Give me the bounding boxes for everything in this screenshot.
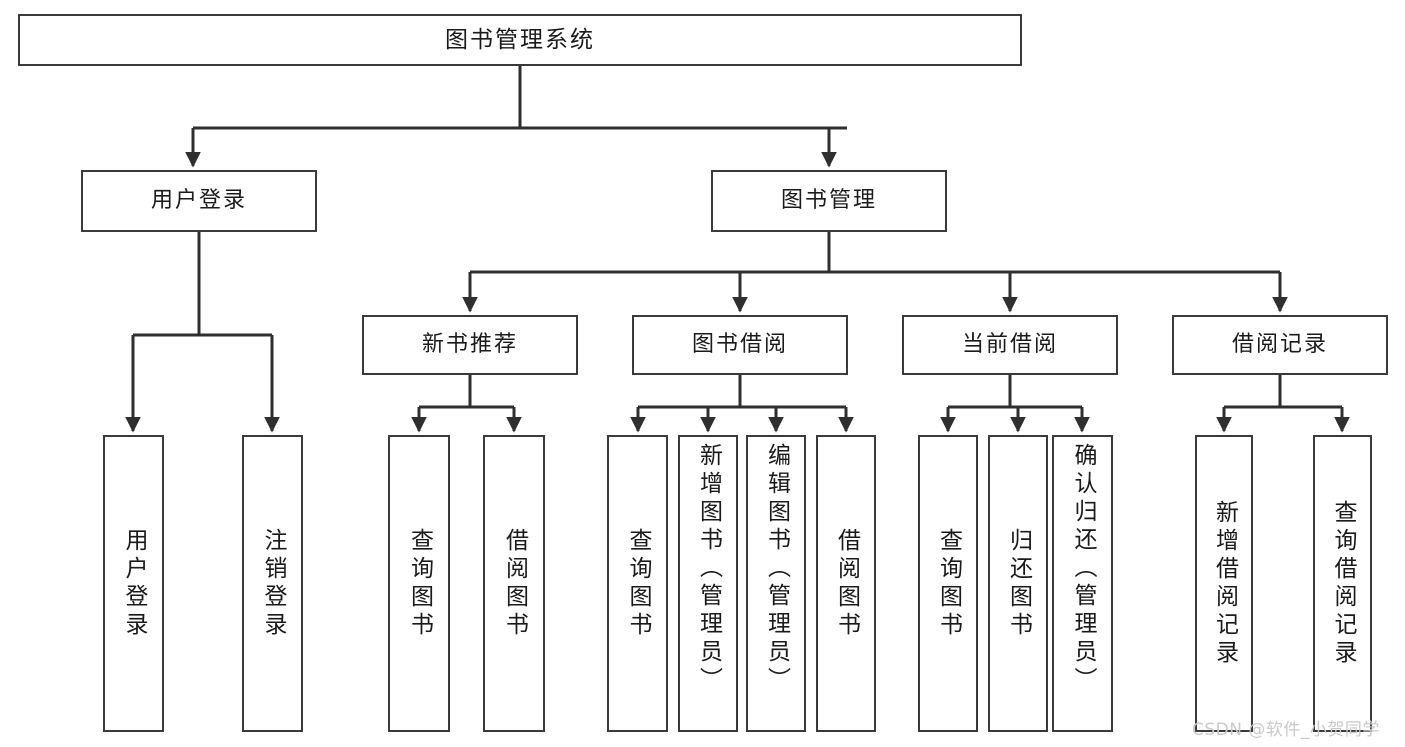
node-leaf-borrow-book-1[interactable]: 借阅图书 <box>483 435 545 732</box>
node-label: 借阅图书 <box>501 527 528 640</box>
node-label: 图书借阅 <box>691 332 788 358</box>
node-label: 查询图书 <box>625 527 651 640</box>
node-user-login[interactable]: 用户登录 <box>81 170 317 232</box>
node-label: 用户登录 <box>121 527 147 640</box>
node-leaf-query-record[interactable]: 查询借阅记录 <box>1313 435 1372 732</box>
node-label: 借阅图书 <box>833 527 860 640</box>
node-label: 编辑图书（管理员） <box>763 443 790 695</box>
node-label: 查询图书 <box>935 527 962 640</box>
node-label: 用户登录 <box>150 188 247 214</box>
node-label: 新增图书（管理员） <box>695 443 722 695</box>
node-book-management[interactable]: 图书管理 <box>711 170 947 232</box>
node-label: 查询借阅记录 <box>1330 499 1356 668</box>
node-leaf-return-book[interactable]: 归还图书 <box>988 435 1048 732</box>
csdn-watermark: CSDN @软件_小贺同学 <box>1192 720 1380 740</box>
node-label: 确认归还（管理员） <box>1070 443 1096 695</box>
node-new-book-recommend[interactable]: 新书推荐 <box>362 315 578 375</box>
node-root-system[interactable]: 图书管理系统 <box>18 14 1022 66</box>
node-label: 注销登录 <box>260 527 286 640</box>
node-borrow-record[interactable]: 借阅记录 <box>1172 315 1388 375</box>
node-leaf-query-book-3[interactable]: 查询图书 <box>918 435 978 732</box>
node-label: 归还图书 <box>1005 527 1032 640</box>
node-label: 图书管理系统 <box>445 26 595 53</box>
node-leaf-add-book[interactable]: 新增图书（管理员） <box>678 435 738 732</box>
node-leaf-borrow-book-2[interactable]: 借阅图书 <box>816 435 876 732</box>
node-leaf-query-book-1[interactable]: 查询图书 <box>388 435 450 732</box>
node-label: 借阅记录 <box>1231 332 1328 358</box>
node-leaf-add-record[interactable]: 新增借阅记录 <box>1195 435 1253 732</box>
node-label: 图书管理 <box>780 188 877 214</box>
node-leaf-logout[interactable]: 注销登录 <box>242 435 303 732</box>
node-current-borrow[interactable]: 当前借阅 <box>902 315 1118 375</box>
node-leaf-edit-book[interactable]: 编辑图书（管理员） <box>746 435 806 732</box>
node-label: 当前借阅 <box>961 332 1058 358</box>
node-leaf-query-book-2[interactable]: 查询图书 <box>607 435 668 732</box>
node-book-borrow[interactable]: 图书借阅 <box>632 315 848 375</box>
node-leaf-user-login[interactable]: 用户登录 <box>103 435 164 732</box>
node-label: 新书推荐 <box>421 332 518 358</box>
node-label: 新增借阅记录 <box>1211 499 1238 668</box>
node-leaf-confirm-return[interactable]: 确认归还（管理员） <box>1052 435 1113 732</box>
node-label: 查询图书 <box>406 527 433 640</box>
